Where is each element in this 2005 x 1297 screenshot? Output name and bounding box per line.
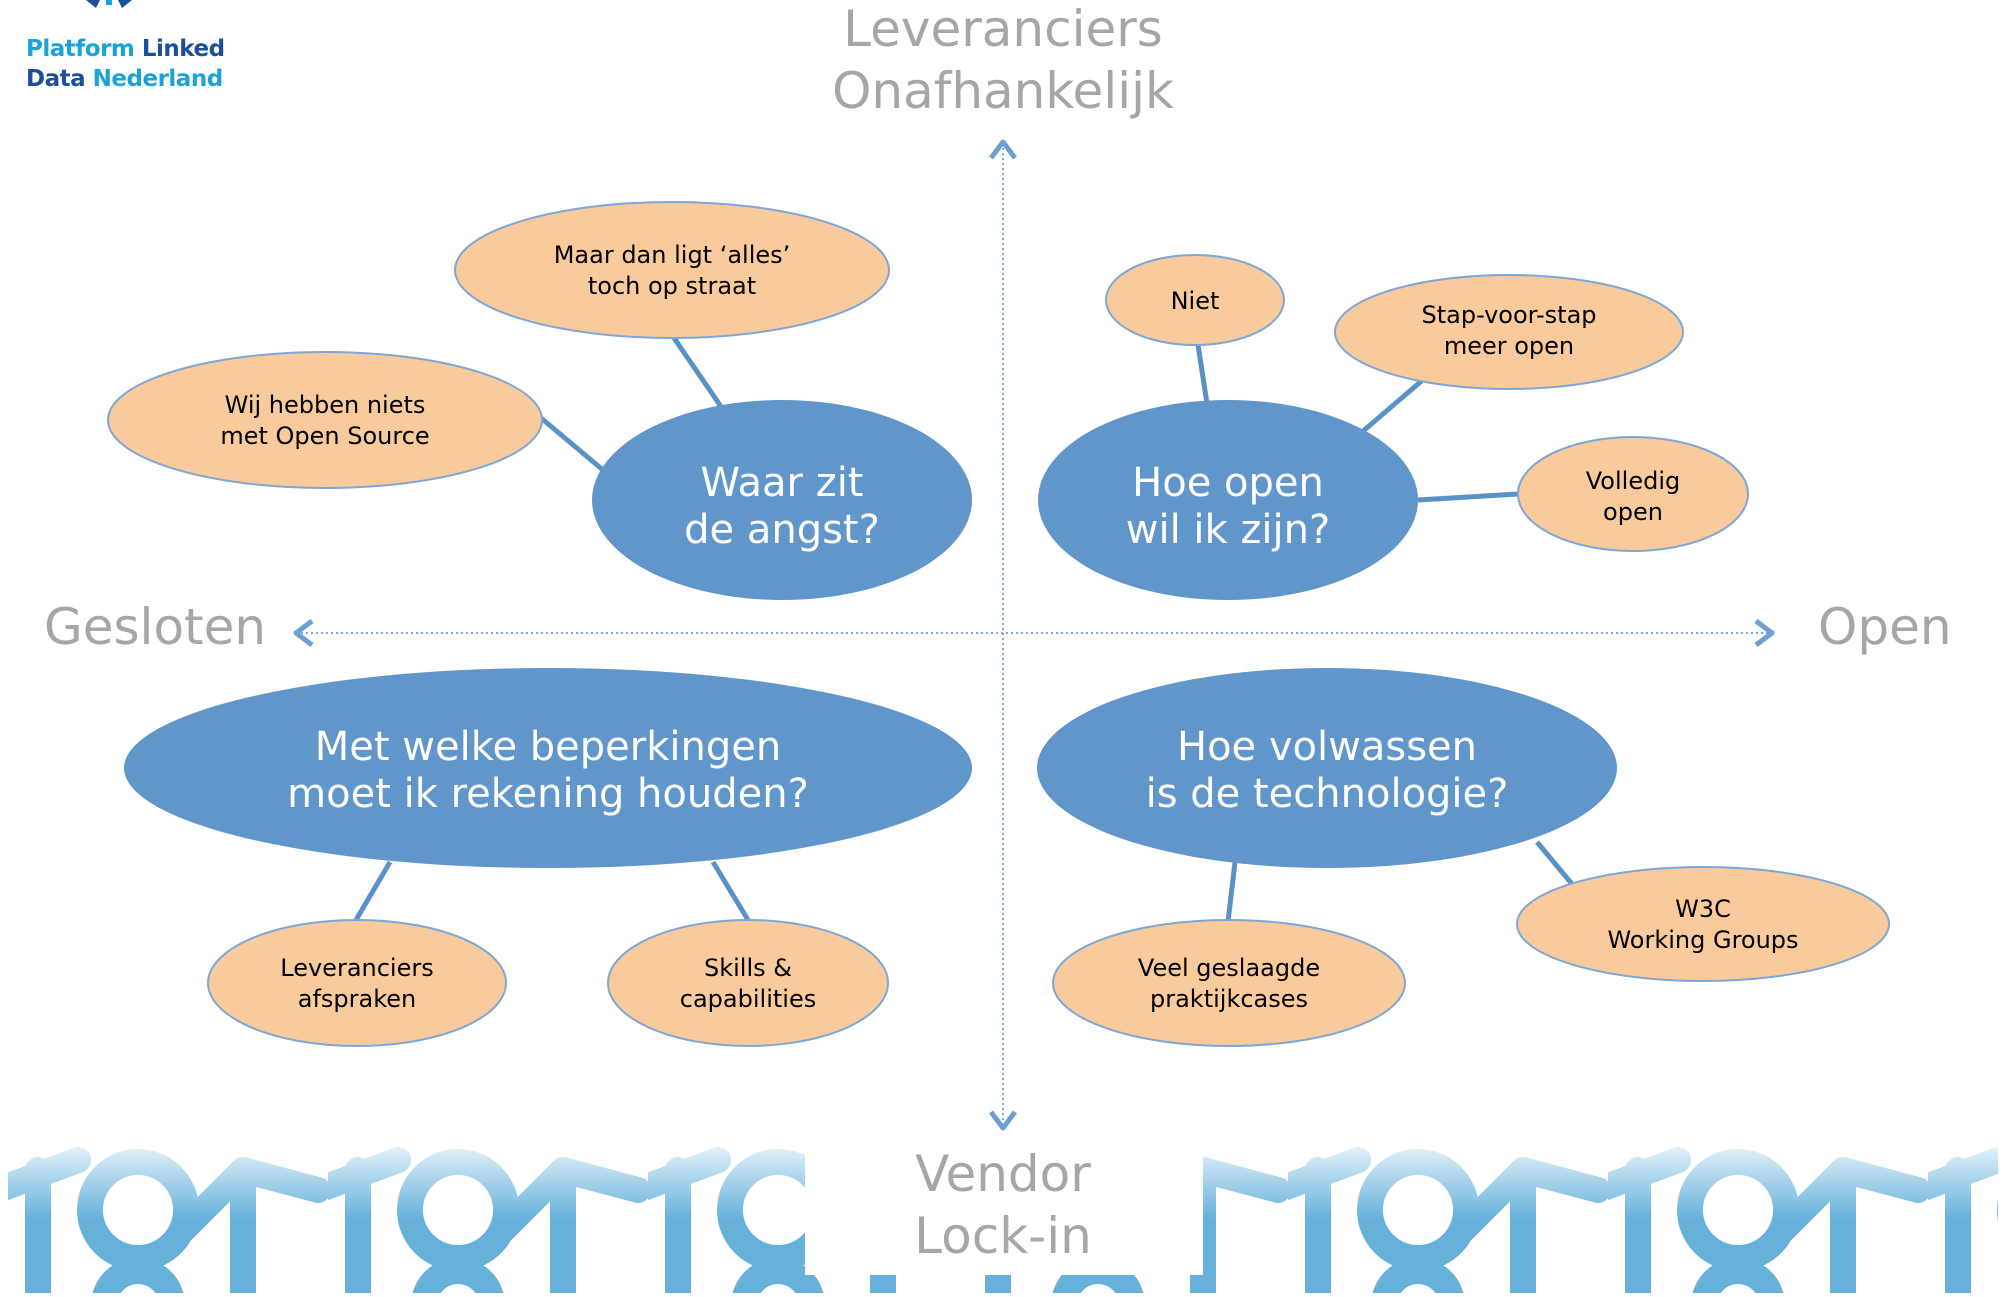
connector [1195, 344, 1211, 411]
axis-label-right: Open [1818, 598, 1952, 656]
axis-label-left: Gesloten [44, 598, 267, 656]
logo-line-1: Platform Linked [26, 36, 225, 62]
axis-label-top-line-1: Leveranciers [843, 0, 1163, 58]
axis-label-top-line-2: Onafhankelijk [832, 62, 1174, 120]
logo: Platform Linked Data Nederland [26, 34, 225, 94]
answer-alles [454, 201, 890, 339]
connector [1535, 840, 1574, 886]
axis-label-bottom-line-1: Vendor [915, 1145, 1091, 1203]
answer-veel [1052, 919, 1406, 1047]
answer-skills [607, 919, 889, 1047]
arrow-up-icon [989, 139, 1017, 160]
connector [1360, 376, 1427, 434]
answer-lev [207, 919, 507, 1047]
connector [710, 860, 751, 922]
answer-niet-text: Niet [1171, 287, 1220, 315]
answer-skills-text: Skills &capabilities [680, 954, 816, 1013]
arrow-right-icon [1754, 619, 1775, 647]
connector [539, 416, 605, 472]
axes [293, 139, 1775, 1131]
axis-label-bottom: Vendor Lock-in [843, 1143, 1163, 1267]
logo-mark-icon [86, 0, 132, 8]
question-q1 [592, 400, 972, 600]
answer-volledig [1517, 436, 1749, 552]
axis-label-bottom-line-2: Lock-in [914, 1207, 1092, 1265]
connectors [353, 336, 1574, 923]
footer-molecule-band [8, 1130, 1998, 1293]
answer-niet [1105, 254, 1285, 346]
question-q3 [124, 668, 972, 868]
answer-alles-text: Maar dan ligt ‘alles’toch op straat [554, 241, 791, 300]
connector [353, 860, 393, 922]
question-q4 [1037, 668, 1617, 868]
answer-oss [107, 351, 543, 489]
arrow-left-icon [293, 619, 314, 647]
answer-w3c [1516, 866, 1890, 982]
question-q2 [1038, 400, 1418, 600]
logo-line-2: Data Nederland [26, 66, 223, 92]
answer-ellipses [107, 201, 1890, 1047]
connector [671, 336, 725, 410]
arrow-down-icon [989, 1110, 1017, 1131]
axis-label-top: Leveranciers Onafhankelijk [793, 0, 1213, 122]
connector [1417, 491, 1519, 503]
connector [1225, 861, 1238, 923]
answer-stap [1334, 274, 1684, 390]
question-ellipses [124, 400, 1617, 868]
